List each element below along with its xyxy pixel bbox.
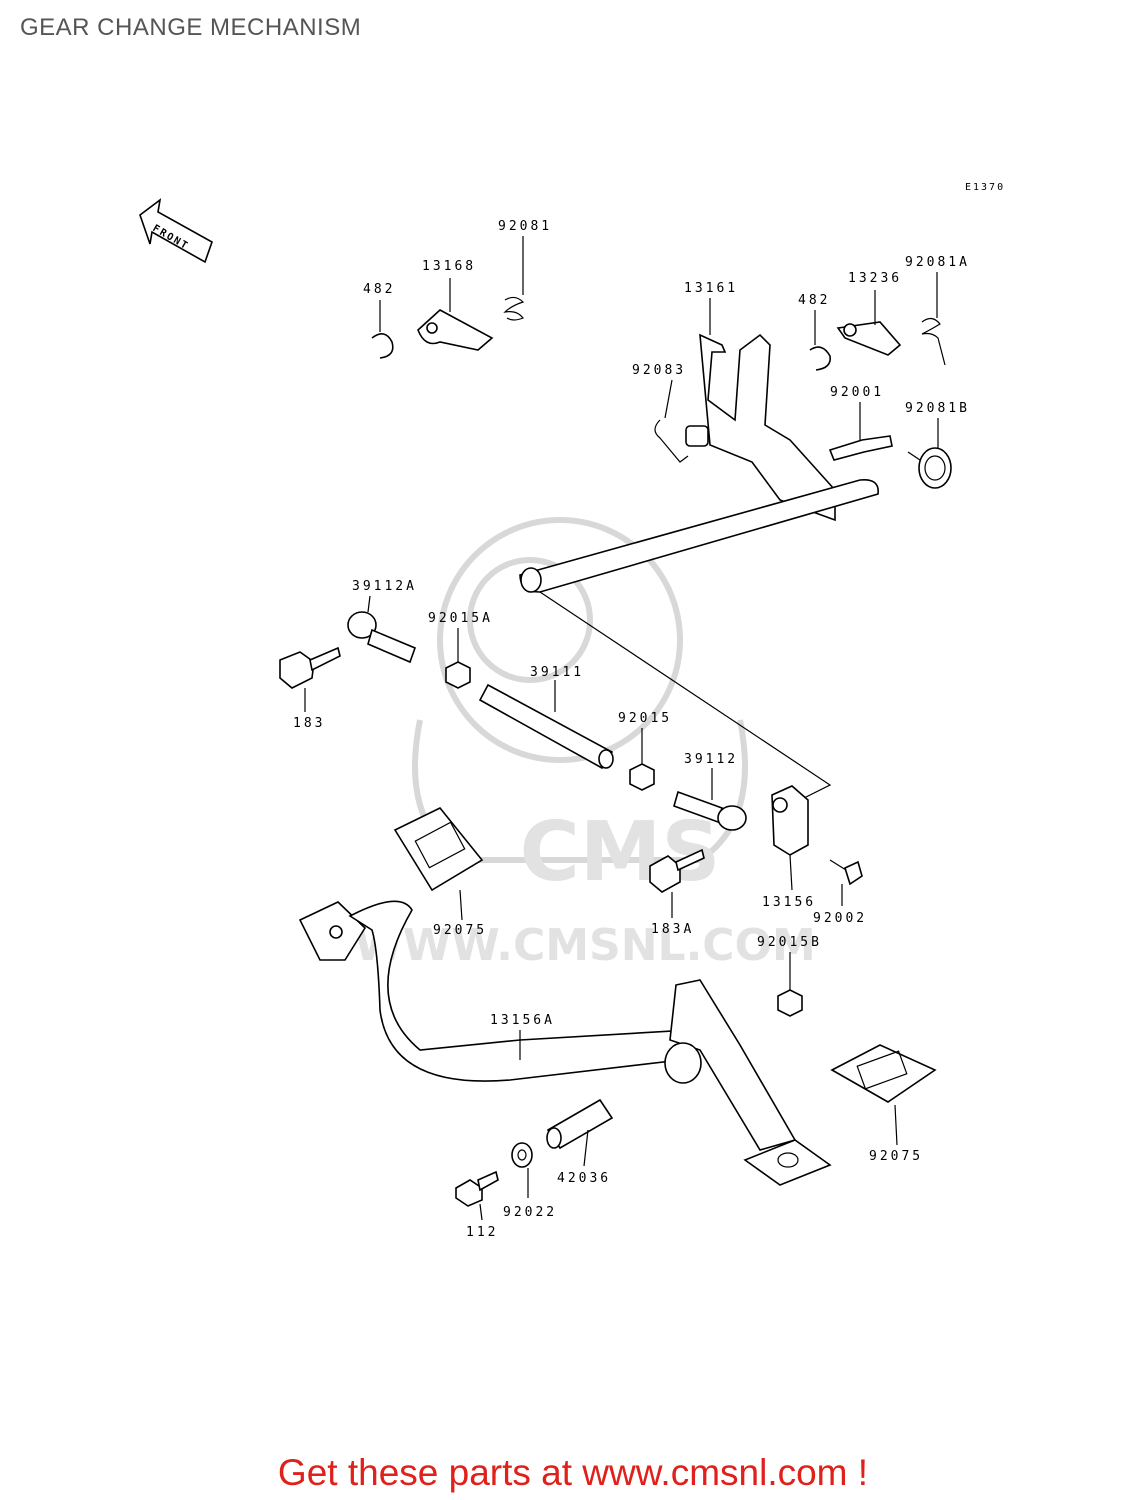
pedal-rubber-92075-right: [830, 1044, 937, 1146]
pedal-rubber-92075-left: [393, 807, 484, 921]
part-label-13156A: 13156A: [490, 1013, 555, 1028]
tie-rod-end-39112: [673, 768, 747, 831]
part-label-92075-left: 92075: [433, 923, 487, 938]
watermark-url: WWW.CMSNL.COM: [354, 920, 816, 971]
bolt-112: [455, 1170, 499, 1221]
watermark-brand: CMS: [520, 805, 721, 900]
part-label-39112: 39112: [684, 752, 738, 767]
part-label-92081B: 92081B: [905, 401, 970, 416]
part-label-183A: 183A: [651, 922, 694, 937]
part-label-183: 183: [293, 716, 325, 731]
part-label-92075-right: 92075: [869, 1149, 923, 1164]
collar-42036: [546, 1098, 614, 1167]
bolt-92002: [829, 859, 863, 906]
arm-13156: [771, 785, 809, 891]
part-label-112: 112: [466, 1225, 498, 1240]
watermark: CMS WWW.CMSNL.COM: [354, 517, 816, 971]
spring-92083: [654, 379, 689, 463]
circlip-482-left: [371, 300, 394, 359]
bolt-183A: [649, 848, 705, 918]
part-label-92083: 92083: [632, 363, 686, 378]
spring-92081: [503, 236, 525, 321]
nut-92015A: [445, 628, 471, 689]
page-title: GEAR CHANGE MECHANISM: [20, 14, 362, 41]
washer-92022: [511, 1142, 533, 1198]
part-label-92015B: 92015B: [757, 935, 822, 950]
spring-92081A: [921, 272, 946, 366]
part-label-39111: 39111: [530, 665, 584, 680]
bolt-183: [279, 646, 341, 712]
nut-92015: [629, 728, 655, 791]
part-label-92015: 92015: [618, 711, 672, 726]
pin-92001: [828, 402, 893, 461]
front-arrow-icon: FRONT: [139, 198, 213, 264]
part-label-92001: 92001: [830, 385, 884, 400]
parts-diagram: CMS WWW.CMSNL.COM FRONT E1370: [139, 182, 1005, 1240]
rod-39111: [478, 680, 614, 770]
cta-link[interactable]: Get these parts at www.cmsnl.com !: [277, 1452, 869, 1493]
part-label-13156: 13156: [762, 895, 816, 910]
nut-92015B: [777, 952, 803, 1017]
circlip-482-right: [809, 310, 832, 371]
part-label-482-right: 482: [798, 293, 830, 308]
part-label-92081A: 92081A: [905, 255, 970, 270]
plate-13168: [417, 278, 494, 351]
lever-13156A: [298, 900, 832, 1186]
part-label-92081: 92081: [498, 219, 552, 234]
part-label-482-left: 482: [363, 282, 395, 297]
part-label-92015A: 92015A: [428, 611, 493, 626]
part-label-39112A: 39112A: [352, 579, 417, 594]
part-label-92022: 92022: [503, 1205, 557, 1220]
bracket-13236: [836, 290, 902, 356]
spring-92081B: [907, 418, 952, 489]
shift-shaft-13161: [519, 298, 879, 593]
diagram-code: E1370: [965, 182, 1005, 193]
tie-rod-end-39112A: [347, 595, 417, 664]
part-label-13168: 13168: [422, 259, 476, 274]
part-label-42036: 42036: [557, 1171, 611, 1186]
part-label-13236: 13236: [848, 271, 902, 286]
part-label-92002: 92002: [813, 911, 867, 926]
part-label-13161: 13161: [684, 281, 738, 296]
